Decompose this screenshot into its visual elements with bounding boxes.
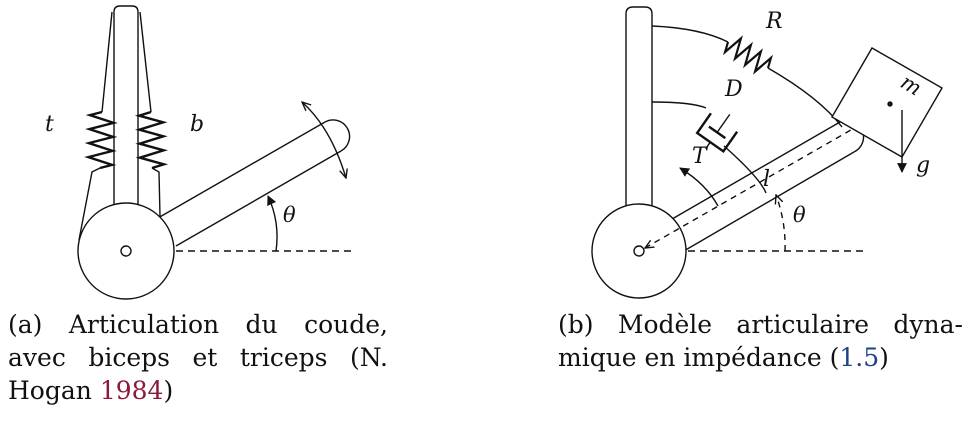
biceps-spring bbox=[134, 110, 169, 170]
equation-link[interactable]: 1.5 bbox=[839, 343, 880, 372]
joint-pivot bbox=[633, 245, 645, 257]
biceps-outline bbox=[139, 11, 161, 217]
label-spring: R bbox=[765, 9, 783, 34]
citation-link[interactable]: 1984 bbox=[99, 376, 164, 405]
caption-a-close: ) bbox=[163, 376, 174, 405]
label-length: l bbox=[763, 167, 770, 192]
upper-arm bbox=[625, 6, 653, 222]
caption-a-line-2: avec biceps et triceps (N. bbox=[8, 343, 388, 372]
elbow-joint bbox=[77, 202, 175, 300]
caption-a-line-3: Hogan 1984) bbox=[8, 374, 388, 407]
angle-arc bbox=[776, 195, 786, 252]
spring-R bbox=[723, 35, 773, 75]
label-angle: θ bbox=[793, 203, 806, 227]
triceps-spring bbox=[84, 110, 118, 170]
joint bbox=[591, 203, 687, 299]
spring-arm bbox=[767, 67, 843, 128]
caption-b-close: ) bbox=[879, 343, 889, 372]
angle-arc bbox=[267, 195, 278, 252]
spring-arm bbox=[651, 25, 729, 43]
caption-b: (b) Modèle articulaire dyna- mique en im… bbox=[558, 308, 963, 374]
elbow-joint-diagram: t b θ bbox=[45, 5, 355, 300]
elbow-pivot bbox=[120, 245, 132, 257]
label-biceps: b bbox=[190, 112, 204, 137]
figure-canvas: t b θ bbox=[45, 5, 943, 300]
mass-center bbox=[887, 101, 893, 107]
upper-arm bbox=[113, 5, 139, 215]
label-triceps: t bbox=[45, 112, 54, 137]
caption-b-line-2: mique en impédance (1.5) bbox=[558, 341, 963, 374]
damper-arm bbox=[651, 101, 707, 109]
caption-b-line-1: (b) Modèle articulaire dyna- bbox=[558, 310, 963, 339]
caption-a-author: Hogan bbox=[8, 376, 100, 405]
impedance-model-diagram: R D T l m g θ bbox=[591, 6, 943, 299]
label-gravity: g bbox=[916, 153, 930, 178]
mass-box bbox=[831, 47, 943, 158]
caption-b-text: mique en impédance ( bbox=[558, 343, 840, 372]
caption-a-line-1: (a) Articulation du coude, bbox=[8, 310, 388, 339]
label-torque: T bbox=[692, 144, 709, 169]
label-angle: θ bbox=[283, 203, 296, 227]
triceps-outline bbox=[78, 11, 113, 241]
caption-a: (a) Articulation du coude, avec biceps e… bbox=[8, 308, 388, 407]
label-damper: D bbox=[724, 77, 743, 102]
rotation-arrow bbox=[302, 102, 346, 178]
forearm bbox=[659, 121, 855, 256]
forearm bbox=[157, 121, 342, 247]
torque-arrow bbox=[679, 167, 719, 207]
